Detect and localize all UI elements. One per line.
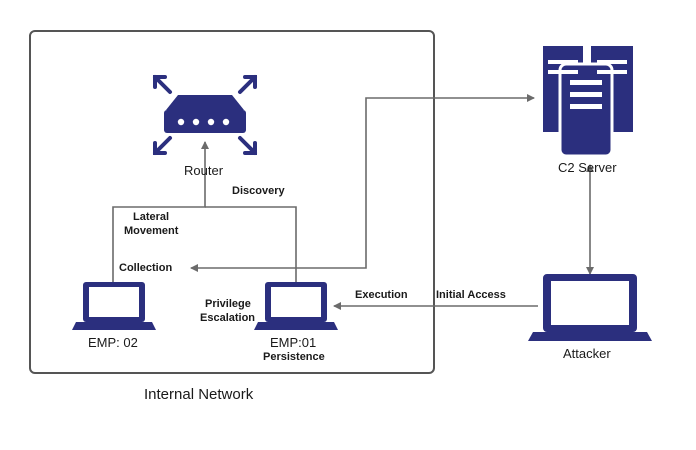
laptop-icon-emp02 <box>72 282 156 330</box>
initial-access-label: Initial Access <box>436 289 506 301</box>
attacker-label: Attacker <box>563 346 611 361</box>
emp02-label: EMP: 02 <box>88 335 138 350</box>
router-label: Router <box>184 163 224 178</box>
internal-network-label: Internal Network <box>144 386 254 403</box>
collection-label: Collection <box>119 262 173 274</box>
c2-server-label: C2 Server <box>558 160 617 175</box>
edge-collection <box>190 94 535 272</box>
discovery-label: Discovery <box>232 185 285 197</box>
persistence-label: Persistence <box>263 351 325 363</box>
lateral-label-line2: Movement <box>124 225 179 237</box>
emp01-label: EMP:01 <box>270 335 317 350</box>
execution-label: Execution <box>355 289 408 301</box>
privilege-label-line2: Escalation <box>200 312 256 324</box>
laptop-icon-attacker <box>528 274 652 341</box>
laptop-icon-emp01 <box>254 282 338 330</box>
edge-discovery <box>205 206 297 282</box>
lateral-label-line1: Lateral <box>133 211 170 223</box>
server-icon <box>543 46 633 158</box>
router-icon <box>153 75 257 155</box>
privilege-label-line1: Privilege <box>205 298 251 310</box>
connectors <box>112 94 594 310</box>
